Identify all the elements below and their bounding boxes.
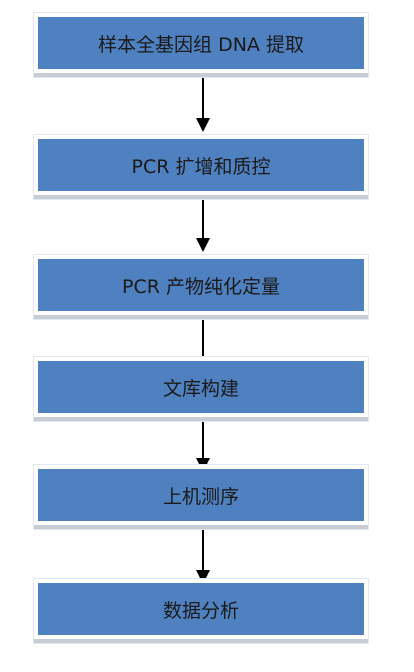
step-label: 文库构建 (34, 361, 368, 421)
step-label: 数据分析 (34, 583, 368, 643)
arrow-down-icon (195, 530, 211, 586)
arrow-down-icon (195, 78, 211, 134)
step-library-construction: 文库构建 (33, 356, 369, 422)
step-label: 样本全基因组 DNA 提取 (34, 17, 368, 77)
step-dna-extraction: 样本全基因组 DNA 提取 (33, 12, 369, 78)
step-data-analysis: 数据分析 (33, 578, 369, 644)
step-label: PCR 扩增和质控 (34, 139, 368, 199)
step-label: 上机测序 (34, 469, 368, 529)
step-pcr-amplification: PCR 扩增和质控 (33, 134, 369, 200)
step-label: PCR 产物纯化定量 (34, 259, 368, 319)
step-sequencing: 上机测序 (33, 464, 369, 530)
step-pcr-purification: PCR 产物纯化定量 (33, 254, 369, 320)
arrow-down-icon (195, 200, 211, 254)
